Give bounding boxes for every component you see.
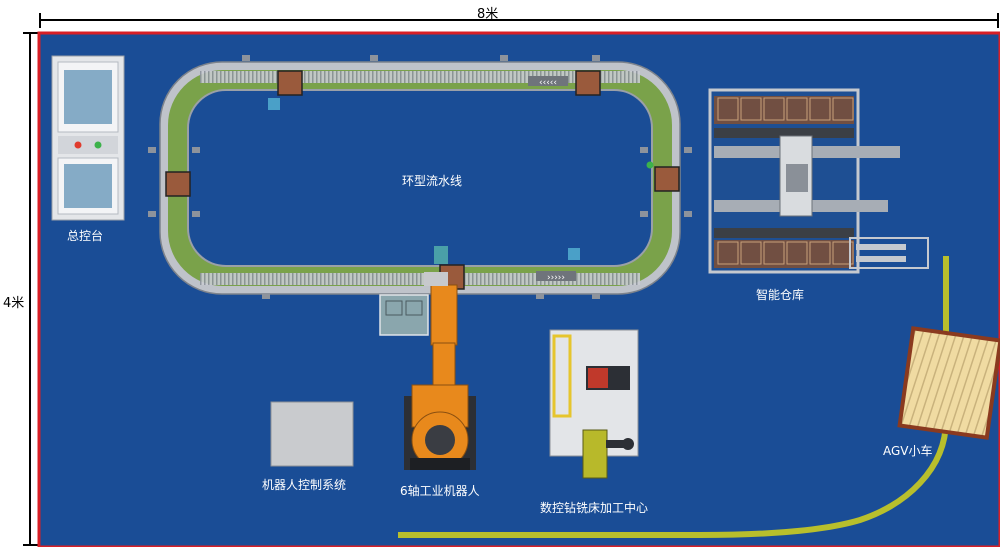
cnc-machine (549, 329, 639, 479)
dimension-height (23, 32, 38, 546)
conveyor-foot (640, 147, 648, 153)
smart-warehouse (708, 88, 929, 274)
svg-text:›››››: ››››› (547, 273, 565, 283)
conveyor-foot (148, 147, 156, 153)
conveyor-foot (192, 147, 200, 153)
conveyor-foot (684, 147, 692, 153)
warehouse-cell (740, 97, 762, 121)
robot-controller-label: 机器人控制系统 (262, 478, 347, 492)
conveyor-foot (592, 293, 600, 299)
conveyor-foot (640, 211, 648, 217)
warehouse-cell (717, 97, 739, 121)
width-dimension-label: 8米 (477, 7, 499, 22)
six-axis-robot (404, 272, 476, 470)
console-label: 总控台 (67, 229, 104, 243)
cnc-label: 数控钻铣床加工中心 (540, 501, 649, 515)
conveyor-foot (148, 211, 156, 217)
warehouse-cell (763, 97, 785, 121)
control-console (51, 55, 125, 221)
warehouse-cell (740, 241, 762, 265)
height-dimension-label: 4米 (3, 296, 25, 311)
conveyor-label: 环型流水线 (402, 174, 463, 188)
robot-controller-cabinet (270, 401, 354, 467)
agv-label: AGV小车 (883, 444, 933, 458)
dimension-width (39, 13, 999, 28)
warehouse-cell (832, 241, 854, 265)
warehouse-cell (832, 97, 854, 121)
conveyor-foot (536, 293, 544, 299)
warehouse-cell (763, 241, 785, 265)
warehouse-cell (786, 97, 808, 121)
conveyor-foot (500, 55, 508, 61)
conveyor-foot (192, 211, 200, 217)
warehouse-cell (809, 241, 831, 265)
conveyor-foot (684, 211, 692, 217)
warehouse-label: 智能仓库 (756, 288, 805, 302)
conveyor-foot (242, 55, 250, 61)
ring-conveyor: ‹‹‹‹‹ ››››› (148, 55, 692, 299)
warehouse-cell (809, 97, 831, 121)
svg-text:‹‹‹‹‹: ‹‹‹‹‹ (539, 78, 557, 88)
warehouse-cell (786, 241, 808, 265)
conveyor-foot (262, 293, 270, 299)
agv-cart (897, 326, 1000, 440)
warehouse-cell (717, 241, 739, 265)
conveyor-foot (370, 55, 378, 61)
agv-path (398, 256, 949, 538)
robot-label: 6轴工业机器人 (400, 484, 480, 498)
conveyor-foot (592, 55, 600, 61)
